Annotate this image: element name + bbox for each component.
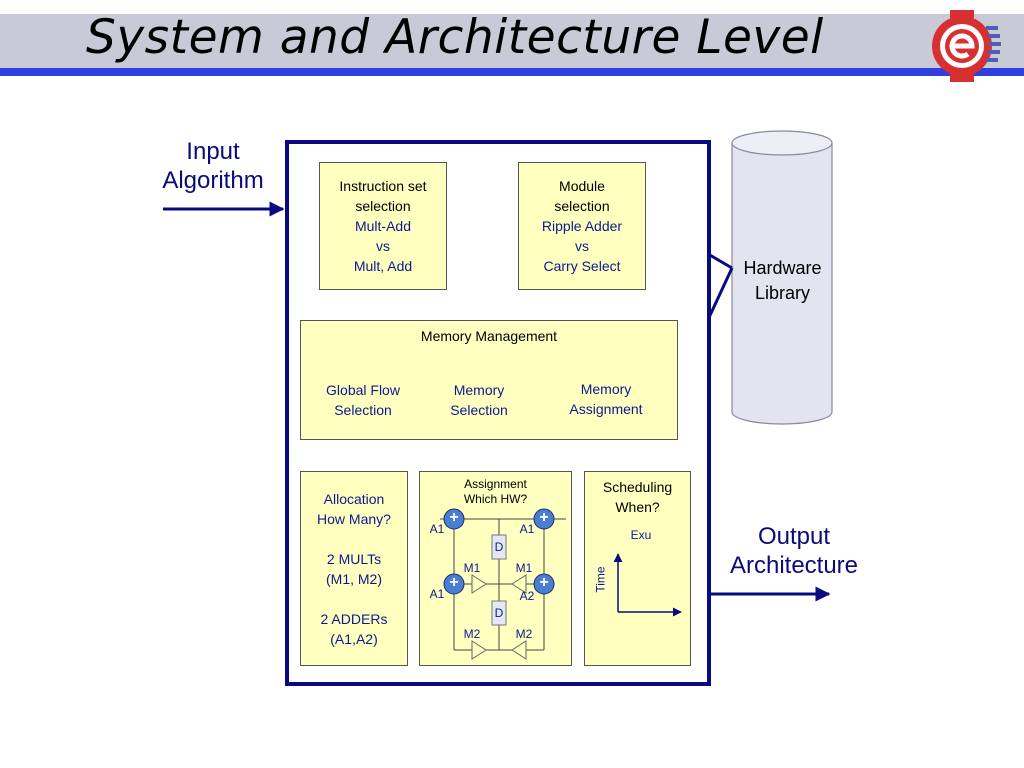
allocation-spacer-1 <box>301 529 407 549</box>
m2-label-right: M2 <box>515 627 533 641</box>
adder-symbol-top-left: + <box>449 509 459 526</box>
institution-logo-icon <box>932 10 1001 82</box>
instruction-option-vs: vs <box>376 238 390 254</box>
scheduling-heading-2: When? <box>615 499 660 515</box>
m2-label-left: M2 <box>463 627 481 641</box>
instruction-set-box: Instruction set selection Mult-Add vs Mu… <box>319 162 447 290</box>
module-heading-2: selection <box>554 198 610 214</box>
allocation-line-2: How Many? <box>317 511 391 527</box>
assignment-heading-1: Assignment <box>464 477 527 491</box>
instruction-heading-2: selection <box>355 198 411 214</box>
mult-m2-right <box>511 640 527 660</box>
m1-label-left: M1 <box>463 561 481 575</box>
hardware-library-line-1: Hardware <box>743 258 822 278</box>
adder-symbol-top-right: + <box>539 509 549 526</box>
memory-management-box: Memory Management Global Flow Selection … <box>300 320 678 440</box>
hardware-library-label: Hardware Library <box>735 256 830 306</box>
assignment-circuit <box>440 508 566 660</box>
assignment-box: Assignment Which HW? + + + + D D A1 A1 A… <box>419 471 572 666</box>
allocation-line-7: 2 ADDERs <box>320 611 388 627</box>
hardware-library-line-2: Library <box>754 283 811 303</box>
adder-symbol-bottom-right: + <box>539 574 549 591</box>
delay-d-bottom <box>491 600 507 626</box>
allocation-line-8: (A1,A2) <box>330 631 378 647</box>
hardware-library-cylinder <box>731 130 833 425</box>
instruction-option-1: Mult-Add <box>354 218 412 234</box>
a2-label-bottom-right: A2 <box>519 589 535 603</box>
mult-m1-left <box>471 574 487 594</box>
memory-assignment-item: Memory Assignment <box>553 379 659 419</box>
module-option-2: Carry Select <box>543 258 621 274</box>
adder-node-bottom-right <box>533 573 555 595</box>
adder-symbol-bottom-left: + <box>449 574 459 591</box>
allocation-line-1: Allocation <box>323 491 385 507</box>
title-stripe <box>0 68 1024 76</box>
module-heading-1: Module <box>559 178 605 194</box>
slide-title: System and Architecture Level <box>86 10 824 65</box>
assignment-heading-2: Which HW? <box>463 492 528 506</box>
a1-label-top-right: A1 <box>519 522 535 536</box>
global-flow-line-1: Global Flow <box>326 382 400 398</box>
instruction-heading-1: Instruction set <box>339 178 427 194</box>
memory-selection-line-2: Selection <box>450 402 508 418</box>
memory-heading: Memory Management <box>420 328 558 344</box>
adder-node-bottom-left <box>443 573 465 595</box>
input-line-1: Input <box>186 138 240 165</box>
exu-label: Exu <box>630 528 652 542</box>
mult-m1-right <box>511 574 527 594</box>
adder-node-top-left <box>443 508 465 530</box>
scheduling-axes <box>613 553 682 617</box>
module-option-1: Ripple Adder <box>541 218 623 234</box>
m1-label-right: M1 <box>515 561 533 575</box>
a1-label-bottom-left: A1 <box>429 587 445 601</box>
memory-selection-line-1: Memory <box>453 382 505 398</box>
title-bar <box>0 14 1024 76</box>
module-option-vs: vs <box>575 238 589 254</box>
memory-assignment-line-2: Assignment <box>569 401 643 417</box>
mult-m2-left <box>471 640 487 660</box>
allocation-line-5: (M1, M2) <box>326 571 382 587</box>
input-line-2: Algorithm <box>162 167 264 194</box>
memory-assignment-line-1: Memory <box>580 381 632 397</box>
global-flow-item: Global Flow Selection <box>309 380 417 420</box>
allocation-box: Allocation How Many? 2 MULTs (M1, M2) 2 … <box>300 471 408 666</box>
adder-node-top-right <box>533 508 555 530</box>
d-label-top: D <box>494 540 504 554</box>
d-label-bottom: D <box>494 606 504 620</box>
allocation-spacer-2 <box>301 589 407 609</box>
output-line-1: Output <box>757 523 831 550</box>
output-line-2: Architecture <box>729 552 859 579</box>
assignment-heading: Assignment Which HW? <box>420 477 571 507</box>
memory-selection-item: Memory Selection <box>429 380 529 420</box>
input-algorithm-label: Input Algorithm <box>148 137 278 195</box>
global-flow-line-2: Selection <box>334 402 392 418</box>
module-selection-box: Module selection Ripple Adder vs Carry S… <box>518 162 646 290</box>
scheduling-heading: Scheduling When? <box>585 477 690 517</box>
delay-d-top <box>491 534 507 560</box>
time-axis-label: Time <box>593 566 608 593</box>
allocation-line-4: 2 MULTs <box>326 551 382 567</box>
scheduling-heading-1: Scheduling <box>602 479 673 495</box>
output-architecture-label: Output Architecture <box>714 522 874 580</box>
scheduling-box: Scheduling When? Exu Time <box>584 471 691 666</box>
a1-label-top-left: A1 <box>429 522 445 536</box>
instruction-option-2: Mult, Add <box>353 258 413 274</box>
